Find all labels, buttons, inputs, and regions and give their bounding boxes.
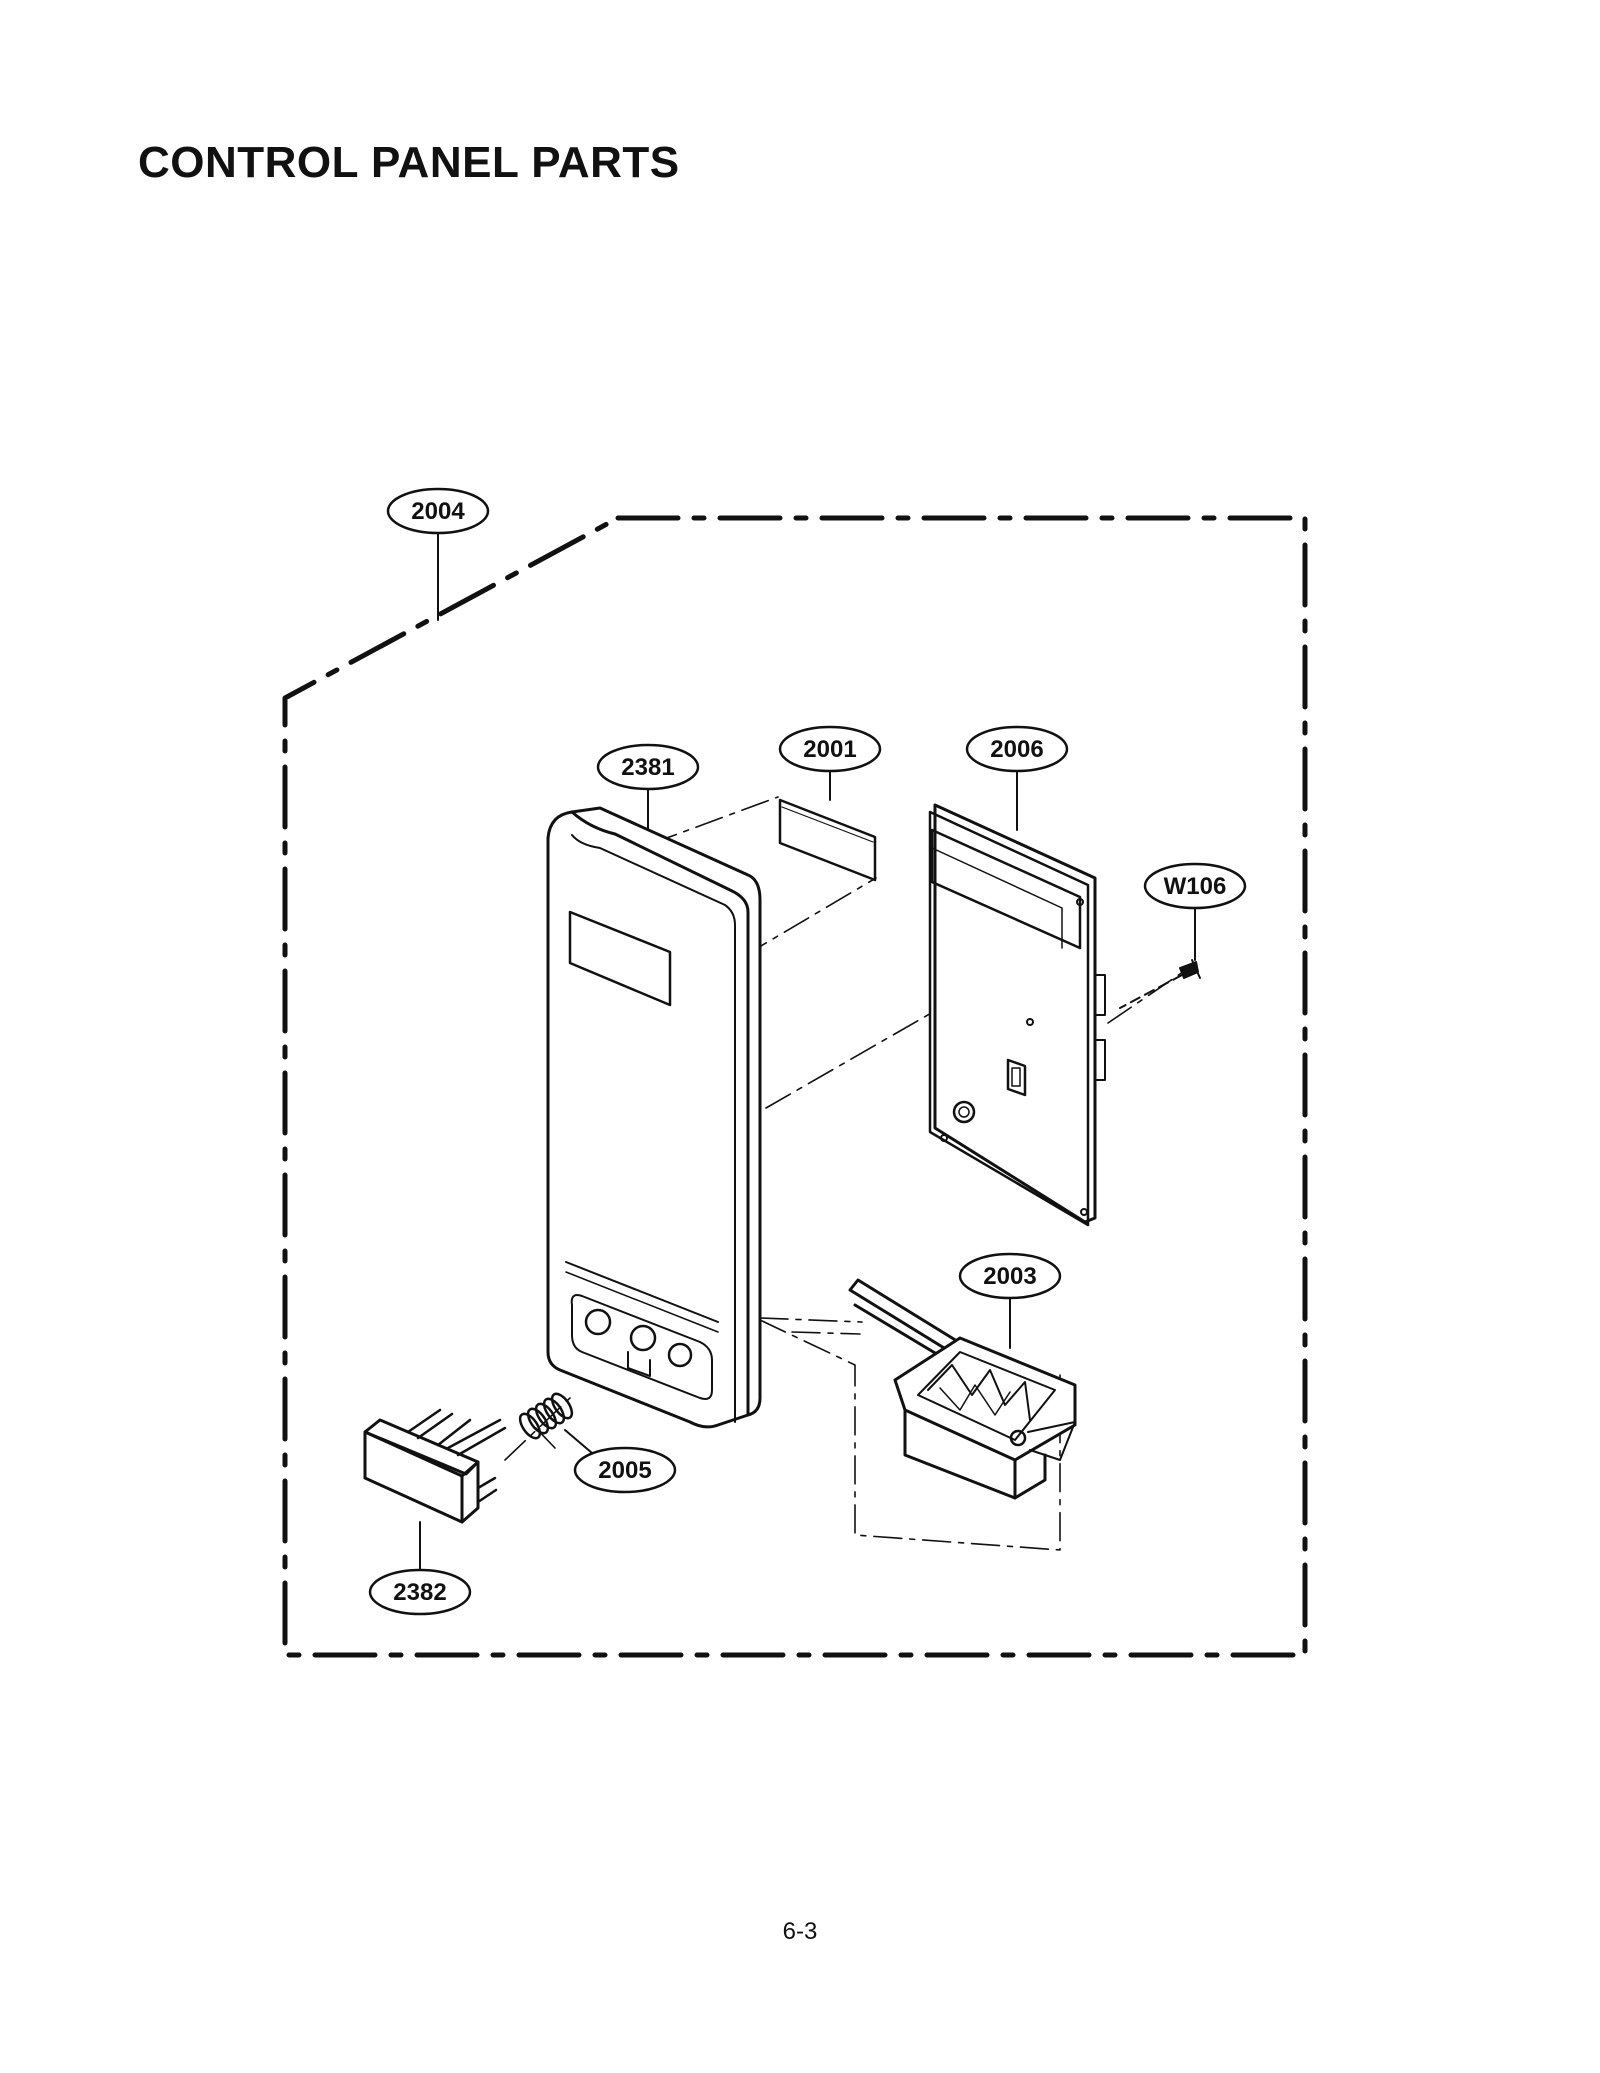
part-2001-window-film xyxy=(778,798,877,882)
page-number: 6-3 xyxy=(782,1918,818,1945)
callout-2006: 2006 xyxy=(965,725,1069,773)
callout-label-2006: 2006 xyxy=(990,736,1043,763)
part-2005-spring xyxy=(518,1392,574,1440)
callout-label-2003: 2003 xyxy=(983,1263,1036,1290)
callout-2005: 2005 xyxy=(573,1446,677,1494)
callout-label-2001: 2001 xyxy=(803,736,856,763)
callout-label-W106: W106 xyxy=(1164,873,1227,900)
part-W106-screw xyxy=(1119,959,1201,1009)
leader-lines xyxy=(419,531,1196,1571)
callout-label-2381: 2381 xyxy=(621,754,674,781)
page-title: CONTROL PANEL PARTS xyxy=(138,138,680,187)
callout-2003: 2003 xyxy=(958,1252,1062,1300)
callout-label-2382: 2382 xyxy=(393,1579,446,1606)
part-2382-push-button xyxy=(363,1408,507,1524)
part-2003-latch-lever xyxy=(848,1278,1077,1500)
callout-2004: 2004 xyxy=(386,487,490,535)
part-2006-pcb-assembly xyxy=(928,803,1106,1227)
callout-W106: W106 xyxy=(1143,862,1247,910)
callout-2381: 2381 xyxy=(596,743,700,791)
part-2381-control-panel-frame xyxy=(546,806,762,1429)
callout-2001: 2001 xyxy=(778,725,882,773)
callout-label-2005: 2005 xyxy=(598,1457,651,1484)
callout-label-2004: 2004 xyxy=(411,498,465,525)
callout-2382: 2382 xyxy=(368,1568,472,1616)
assembly-boundary xyxy=(282,515,1308,1658)
